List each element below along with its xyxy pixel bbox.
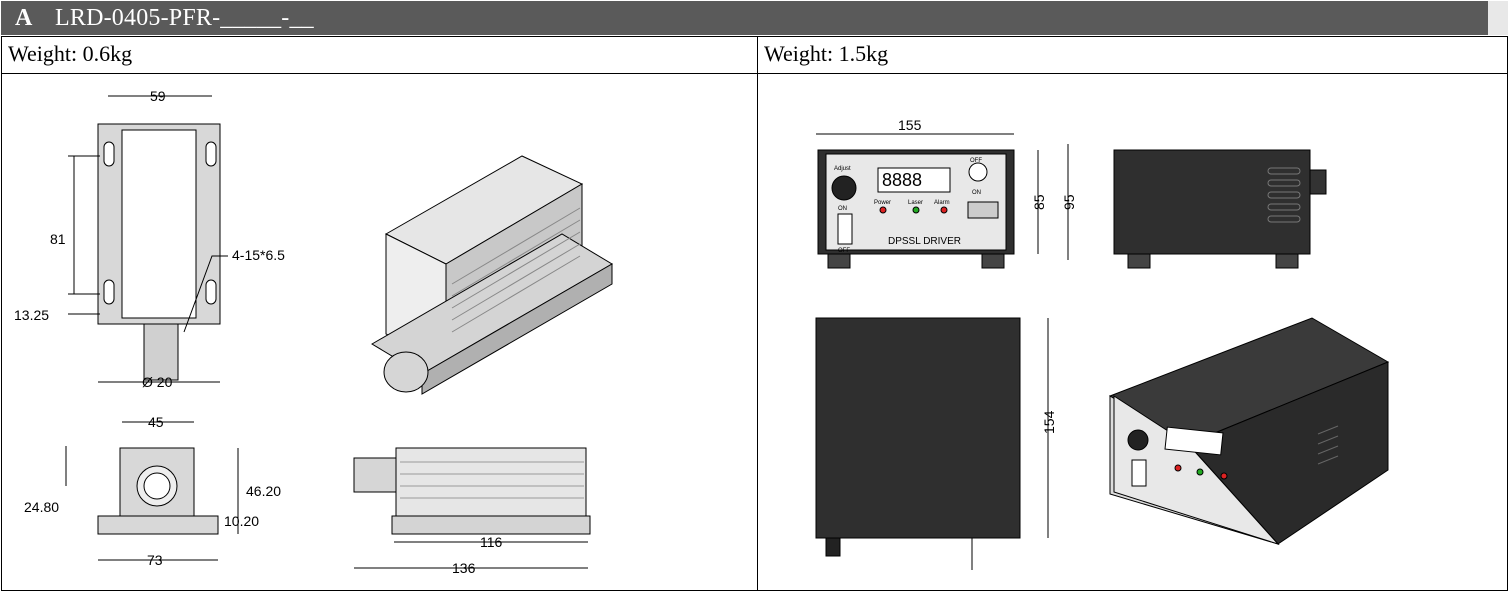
dim-body-length: 116 (480, 534, 503, 550)
left-weight-label: Weight: 0.6kg (1, 36, 758, 74)
laser-head-drawing-cell: 59 81 4-15*6.5 13.25 Ø 20 45 46.20 24.80… (1, 73, 758, 591)
model-header: A LRD-0405-PFR-_____-__ (1, 1, 1508, 35)
right-weight-label: Weight: 1.5kg (757, 36, 1508, 74)
display-digits: 8888 (882, 170, 922, 190)
dim-height-inner: 85 (1031, 194, 1047, 210)
label-key-off: OFF (970, 158, 982, 164)
dim-top-width: 59 (150, 88, 166, 104)
label-adjust: Adjust (834, 166, 851, 172)
label-power: Power (874, 200, 891, 206)
dim-width: 155 (898, 117, 922, 133)
dim-diameter: Ø 20 (142, 374, 173, 390)
dim-total-length: 136 (452, 560, 476, 576)
label-laser: Laser (908, 200, 923, 206)
label-alarm: Alarm (934, 200, 950, 206)
label-key-on: ON (972, 190, 981, 196)
dim-slot: 4-15*6.5 (232, 247, 285, 263)
label-off: OFF (838, 248, 850, 254)
dim-depth: 154 (1041, 410, 1057, 434)
dim-offset: 13.25 (14, 307, 49, 323)
dim-base-height: 10.20 (224, 513, 259, 529)
driver-drawing: 155 85 95 154 Adjust Power Laser Alarm O… (815, 117, 1390, 570)
model-number: LRD-0405-PFR-_____-__ (55, 4, 314, 31)
label-on: ON (838, 206, 847, 212)
dim-height: 81 (50, 231, 66, 247)
driver-drawing-cell: 155 85 95 154 Adjust Power Laser Alarm O… (757, 73, 1508, 591)
section-code: A (15, 4, 33, 31)
dim-front-width: 45 (148, 414, 164, 430)
laser-head-drawing: 59 81 4-15*6.5 13.25 Ø 20 45 46.20 24.80… (14, 88, 613, 576)
driver-label: DPSSL DRIVER (888, 236, 961, 247)
dim-axis-height: 24.80 (24, 499, 59, 515)
dim-height-outer: 95 (1061, 194, 1077, 210)
dim-front-height: 46.20 (246, 483, 281, 499)
dim-base-width: 73 (147, 552, 163, 568)
